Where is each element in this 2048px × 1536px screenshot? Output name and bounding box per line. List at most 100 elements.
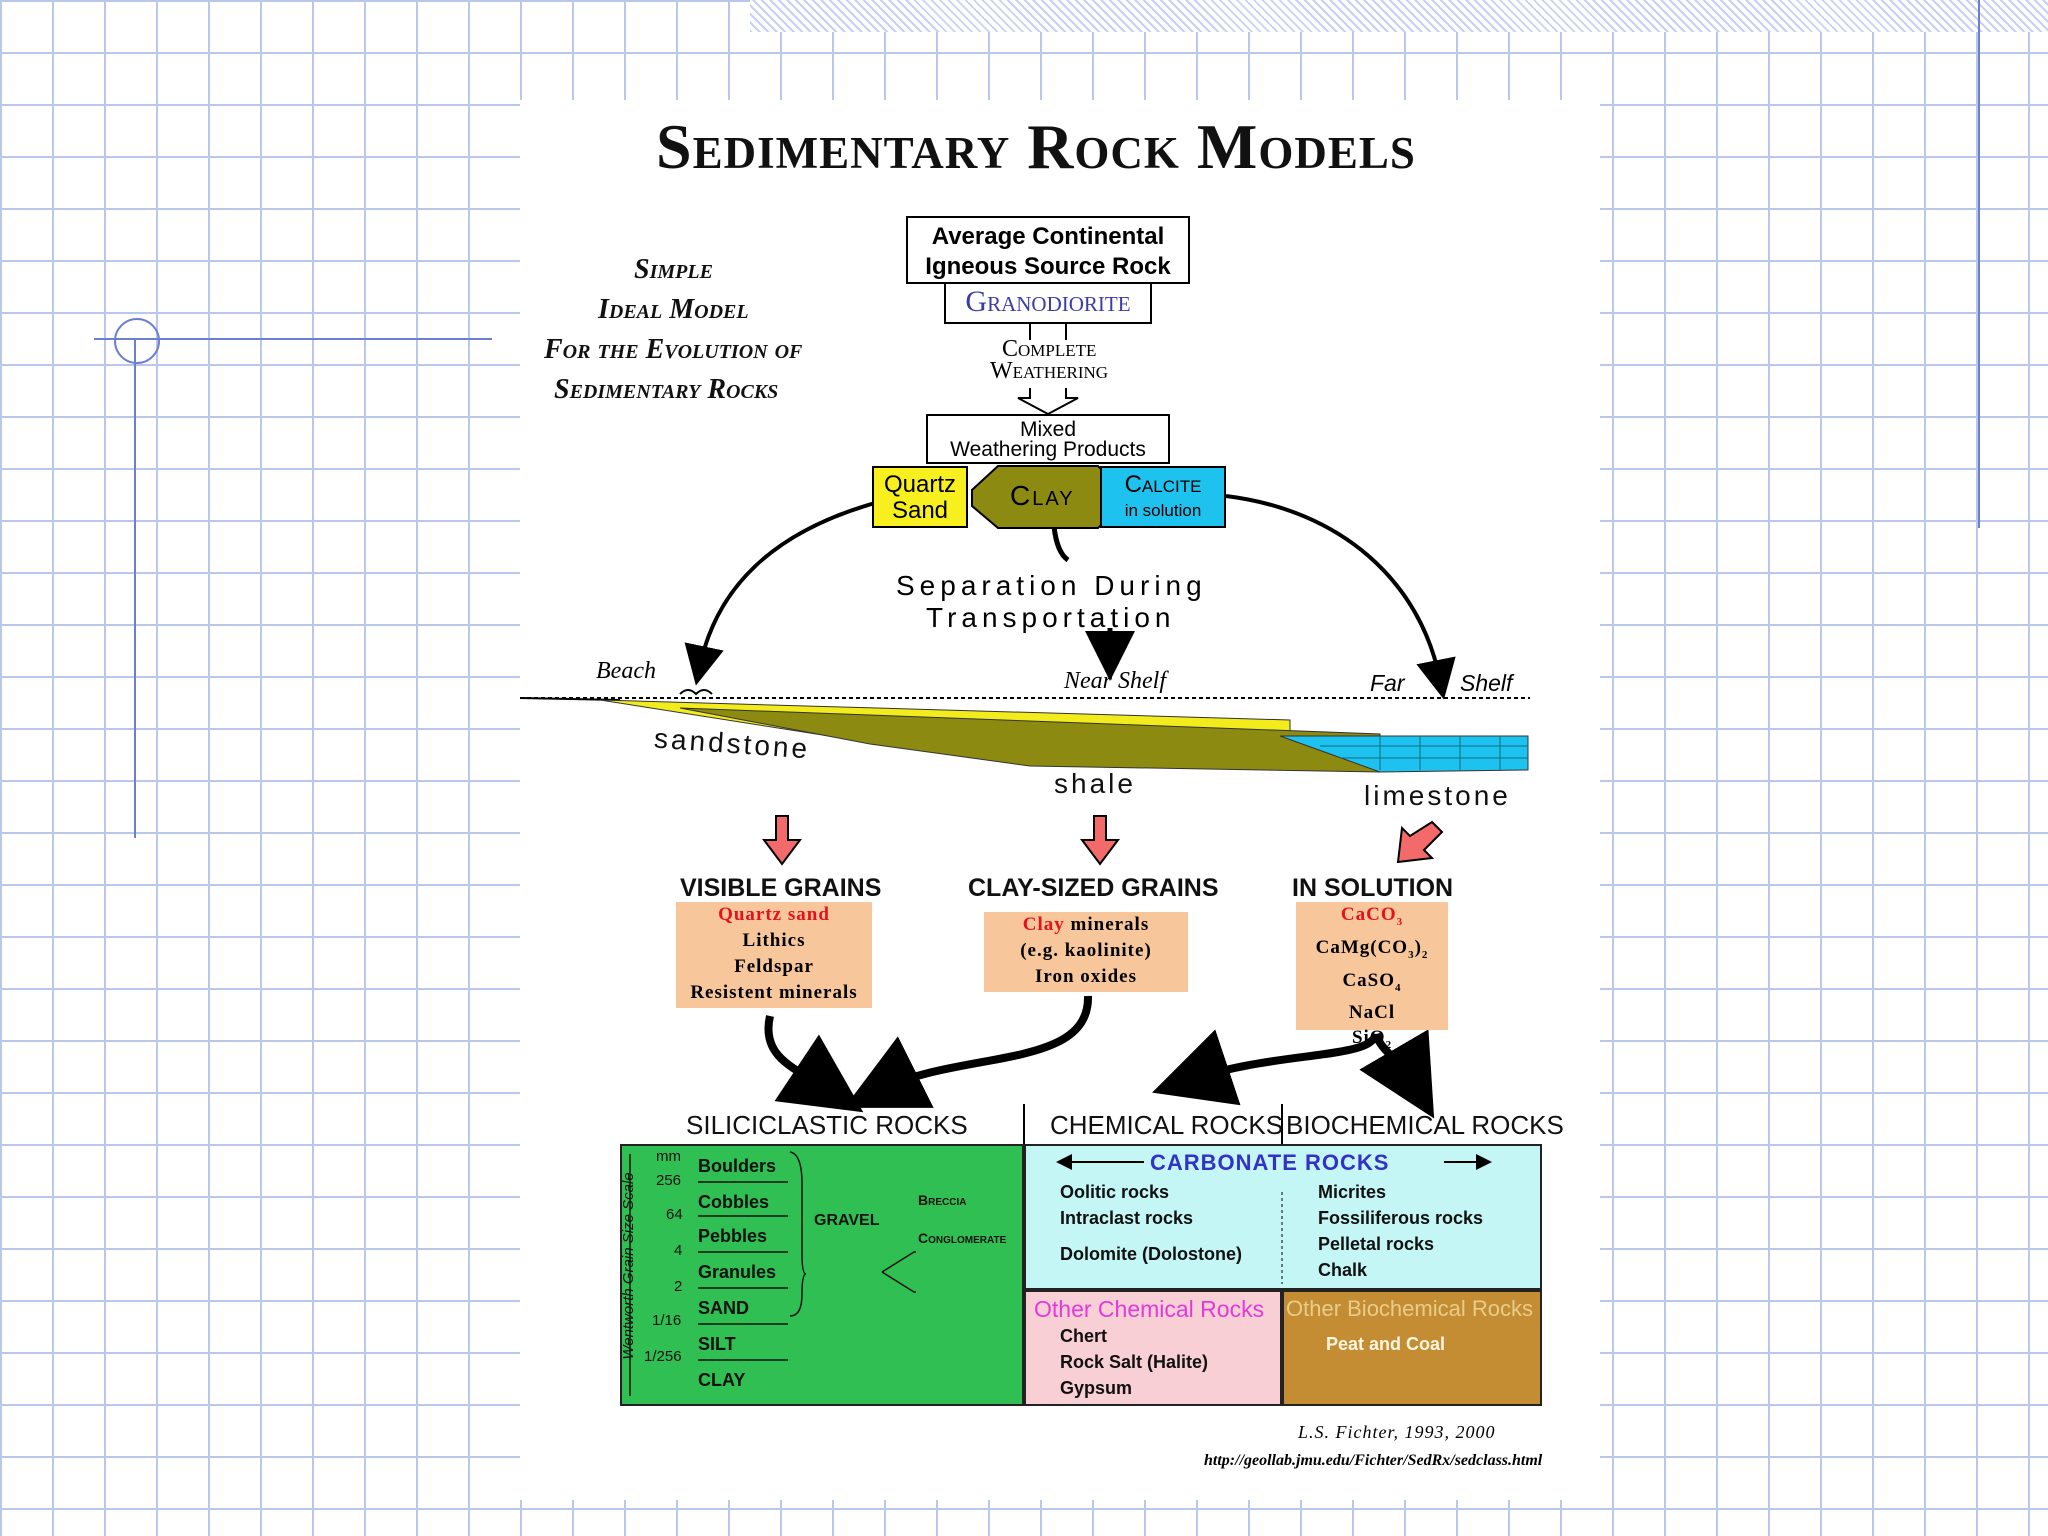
carbonate-panel [1024, 1144, 1542, 1290]
conglomerate-label: Conglomerate [918, 1230, 1007, 1246]
caption-line-1: Simple [634, 254, 713, 285]
breccia-label: Breccia [918, 1192, 967, 1208]
other-biochemical-panel [1282, 1290, 1542, 1406]
slide-decor-left-line [134, 338, 136, 838]
class-boulders: Boulders [698, 1156, 777, 1176]
env-far: Far [1370, 670, 1405, 696]
env-beach: Beach [596, 658, 656, 684]
grain-size-2: 2 [674, 1278, 683, 1295]
mixed-line-2: Weathering Products [950, 438, 1146, 461]
category-visible-title: VISIBLE GRAINS [680, 874, 882, 902]
slide-header-pattern [750, 0, 2048, 32]
caption-line-4: Sedimentary Rocks [554, 374, 779, 405]
calcite-box: Calcite in solution [1100, 466, 1226, 528]
red-arrow-clay [1080, 815, 1120, 866]
header-chemical: CHEMICAL ROCKS [1050, 1110, 1284, 1140]
class-sand: SAND [698, 1298, 750, 1318]
carbonate-chalk: Chalk [1318, 1260, 1368, 1280]
red-arrow-visible [762, 815, 802, 866]
arrow-clay-stem [1051, 525, 1070, 563]
other-chemical-halite: Rock Salt (Halite) [1060, 1352, 1209, 1372]
clay-item-clay: Clay [1022, 914, 1065, 935]
grain-size-256: 256 [656, 1172, 682, 1189]
mixed-line-1: Mixed [1019, 418, 1077, 441]
quartz-line-1: Quartz [883, 471, 957, 498]
stratum-limestone: limestone [1364, 780, 1511, 811]
clay-item-minerals: minerals [1070, 914, 1150, 935]
siliciclastic-panel [620, 1144, 1024, 1406]
class-cobbles: Cobbles [698, 1192, 770, 1212]
other-chemical-title: Other Chemical Rocks [1034, 1296, 1265, 1322]
grain-size-64: 64 [666, 1206, 683, 1223]
carbonate-micrites: Micrites [1318, 1182, 1387, 1202]
credit-text: L.S. Fichter, 1993, 2000 [1298, 1422, 1496, 1442]
stratum-shale: shale [1054, 768, 1136, 799]
carbonate-intraclast: Intraclast rocks [1060, 1208, 1194, 1228]
env-near-shelf: Near Shelf [1064, 668, 1166, 694]
granodiorite-label: Granodiorite [944, 284, 1152, 324]
grain-size-1-16: 1/16 [652, 1312, 682, 1329]
visible-item-feldspar: Feldspar [734, 956, 814, 977]
carbonate-arrows [1056, 1154, 1492, 1284]
carbonate-dolomite: Dolomite (Dolostone) [1060, 1244, 1242, 1264]
env-shelf: Shelf [1460, 670, 1513, 696]
visible-item-quartz: Quartz sand [718, 904, 830, 925]
slide-decor-horizontal-line [94, 338, 492, 340]
quartz-sand-box: Quartz Sand [872, 466, 968, 528]
slide-decor-circle [114, 318, 160, 364]
class-silt: SILT [698, 1334, 736, 1354]
arrow-clay-to-siliciclastic [844, 995, 1093, 1108]
other-chemical-gypsum: Gypsum [1060, 1378, 1133, 1398]
source-rock-line-2: Igneous Source Rock [925, 253, 1171, 280]
solution-item-camgco3: CaMg(CO [1315, 936, 1409, 958]
grain-size-1-256: 1/256 [644, 1348, 682, 1365]
class-pebbles: Pebbles [698, 1226, 768, 1246]
header-siliciclastic: SILICICLASTIC ROCKS [686, 1110, 968, 1140]
solution-item-nacl: NaCl [1348, 1002, 1396, 1024]
clay-item-iron-oxides: Iron oxides [1035, 966, 1137, 987]
source-url[interactable]: http://geollab.jmu.edu/Fichter/SedRx/sed… [1204, 1452, 1543, 1469]
carbonate-title: CARBONATE ROCKS [1150, 1150, 1390, 1175]
limestone-wedge [1279, 735, 1529, 773]
clay-label: Clay [1010, 480, 1075, 511]
carbonate-oolitic: Oolitic rocks [1060, 1182, 1170, 1202]
beach-waves [679, 689, 713, 696]
page-title: Sedimentary Rock Models [656, 111, 1416, 182]
class-granules: Granules [698, 1262, 777, 1282]
other-biochemical-title: Other Biochemical Rocks [1286, 1296, 1533, 1321]
shale-wedge [679, 707, 1381, 773]
slide-decor-vertical-line [1978, 0, 1980, 528]
gravel-label: GRAVEL [814, 1212, 880, 1229]
category-clay-title: CLAY-SIZED GRAINS [968, 874, 1219, 902]
calcite-line-1: Calcite [1124, 471, 1202, 498]
weathering-arrow [1017, 388, 1079, 416]
arrow-to-far-shelf [1225, 494, 1456, 700]
carbonate-fossiliferous: Fossiliferous rocks [1318, 1208, 1484, 1228]
visible-item-resistent: Resistent minerals [690, 982, 858, 1003]
separation-line-2: Transportation [926, 602, 1176, 633]
caption-line-2: Ideal Model [598, 294, 749, 325]
arrow-solution-to-biochemical [1359, 1029, 1435, 1119]
solution-item-camgco3-close: ) [1414, 936, 1422, 958]
visible-item-lithics: Lithics [742, 930, 806, 951]
weathering-line-1: Complete [1002, 336, 1097, 362]
other-chemical-panel [1024, 1290, 1282, 1406]
solution-item-sio2: SiO [1351, 1027, 1386, 1049]
quartz-line-2: Sand [891, 497, 949, 524]
clay-item-kaolinite: (e.g. kaolinite) [1020, 940, 1152, 961]
caption-line-3: For the Evolution of [544, 334, 803, 365]
solution-box: CaCO3 CaMg(CO3)2 CaSO4 NaCl SiO2 [1296, 902, 1448, 1051]
red-arrow-solution [1396, 820, 1444, 864]
carbonate-pelletal: Pelletal rocks [1318, 1234, 1435, 1254]
grain-unit-mm: mm [656, 1148, 681, 1165]
clay-grains-box: Clay minerals (e.g. kaolinite) Iron oxid… [984, 912, 1188, 992]
source-rock-box: Average Continental Igneous Source Rock [906, 216, 1190, 284]
grain-size-4: 4 [674, 1242, 683, 1259]
class-clay: CLAY [698, 1370, 746, 1390]
weathering-line-2: Weathering [990, 358, 1109, 384]
calcite-line-2: in solution [1124, 501, 1202, 520]
other-biochemical-peat: Peat and Coal [1326, 1334, 1446, 1354]
other-chemical-chert: Chert [1060, 1326, 1108, 1346]
header-biochemical: BIOCHEMICAL ROCKS [1286, 1110, 1564, 1140]
